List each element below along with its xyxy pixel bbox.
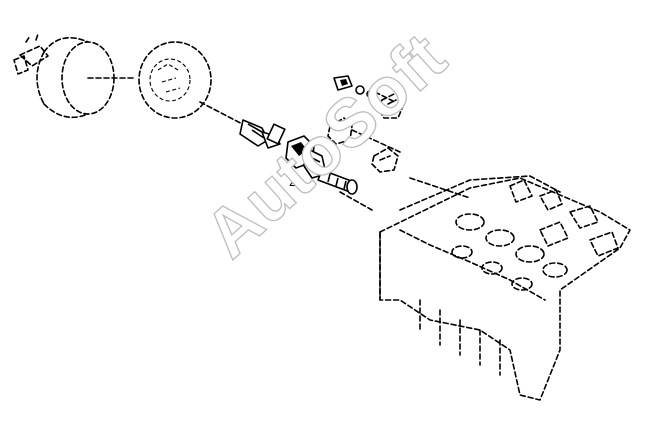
leader-lines — [87, 77, 471, 211]
clip-connector — [371, 147, 399, 173]
callout-label-2: 2 — [289, 174, 297, 189]
bracket-upper — [377, 91, 405, 119]
bolt-and-washer — [333, 75, 374, 98]
gauge-housing — [13, 33, 115, 119]
bracket-lower — [327, 117, 353, 145]
gauge-face — [138, 41, 212, 119]
cylinder-head — [379, 175, 631, 401]
sensor-item-2 — [285, 135, 358, 195]
temperature-sender — [239, 119, 286, 149]
